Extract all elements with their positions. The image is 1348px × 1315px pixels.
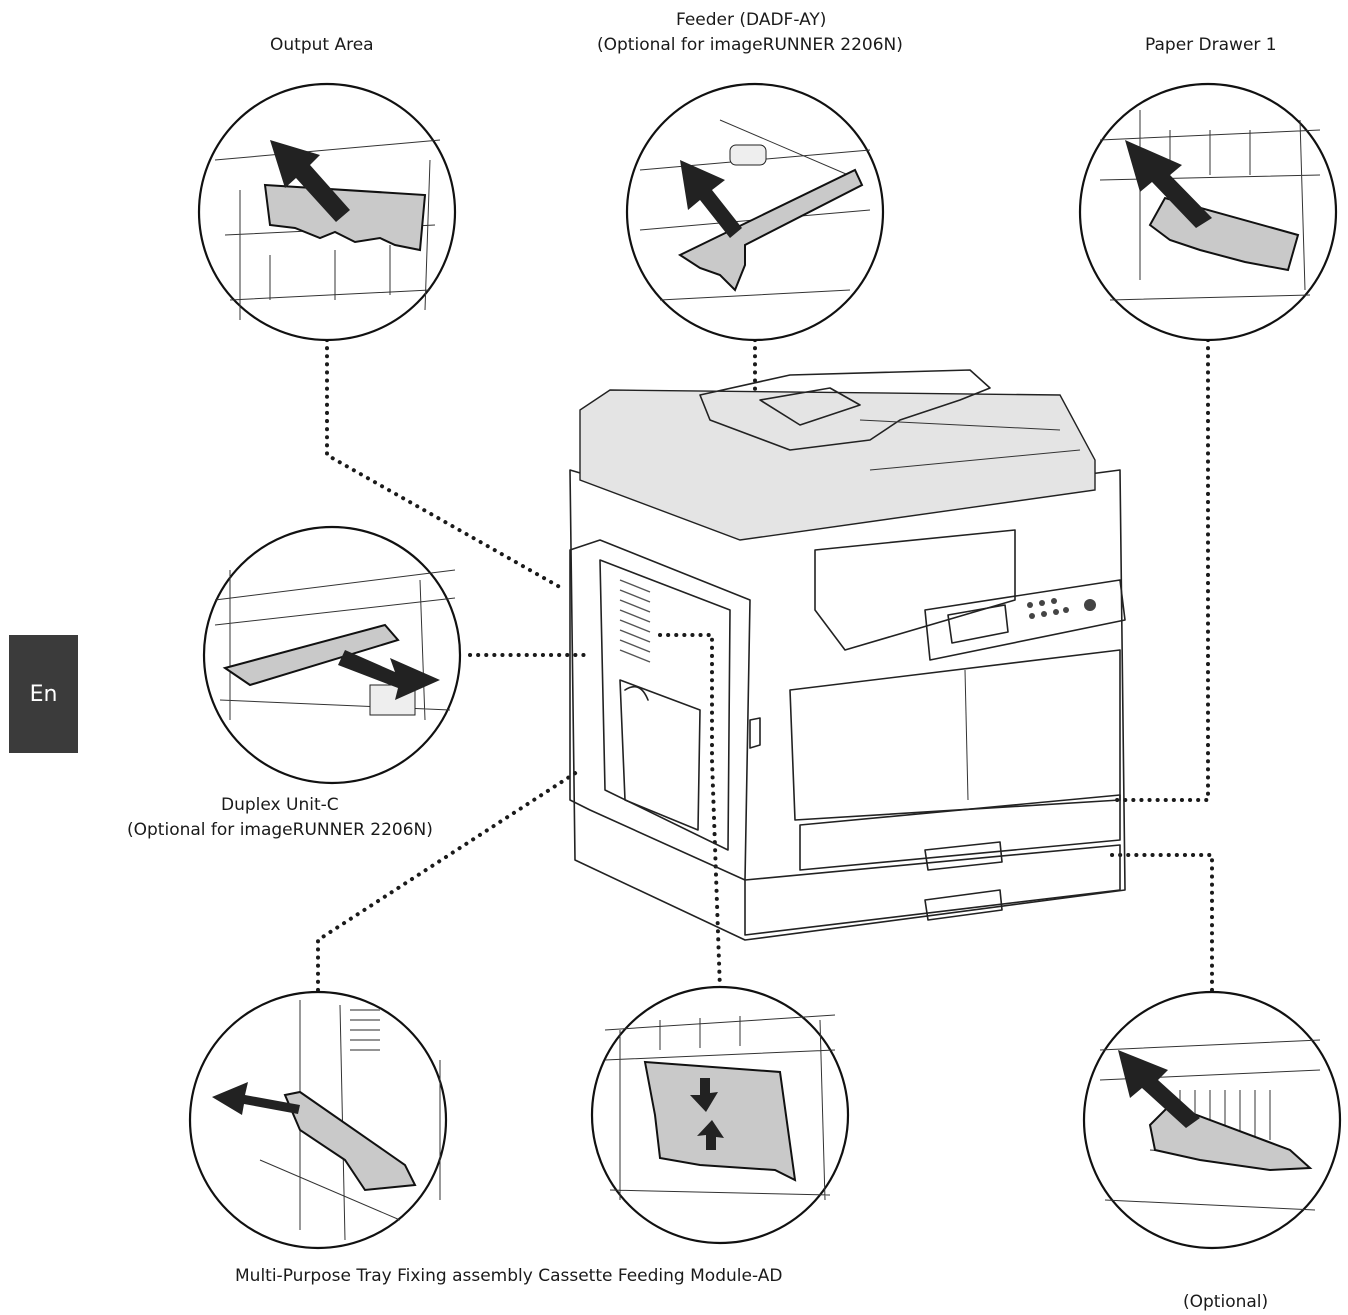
label-feeder-note: (Optional for imageRUNNER 2206N) [597,35,903,55]
label-optional: (Optional) [1183,1292,1269,1312]
label-duplex-title: Duplex Unit-C [221,795,339,815]
label-bottom-row: Multi-Purpose Tray Fixing assembly Casse… [235,1266,783,1286]
leader-lines [316,338,1214,992]
leader-output-area [325,338,567,592]
language-tab: En [9,635,78,753]
label-output-area: Output Area [270,35,374,55]
callout-cassette-feeding-module [1082,990,1342,1250]
arrow-up-left-icon [270,140,350,222]
label-feeder-title: Feeder (DADF-AY) [676,10,827,30]
printer-illustration [569,369,1126,941]
callout-multi-purpose-tray [188,990,448,1250]
leader-fixing-assembly [658,633,722,992]
label-duplex-note: (Optional for imageRUNNER 2206N) [127,820,433,840]
arrow-left-icon [212,1082,300,1115]
leader-cassette-module [1103,853,1214,992]
arrow-down-icon [690,1078,718,1112]
leader-multi-purpose-tray [316,768,582,992]
arrow-up-left-icon [680,160,742,238]
label-paper-drawer-1: Paper Drawer 1 [1145,35,1277,55]
arrow-down-right-icon [338,650,440,700]
callout-duplex-unit [202,525,462,785]
callout-paper-drawer-1 [1078,82,1338,342]
callout-fixing-assembly [590,985,850,1245]
arrow-up-left-icon [1125,140,1212,228]
callout-output-area [197,82,457,342]
language-tab-label: En [29,681,58,707]
callout-feeder [625,82,885,342]
arrow-up-left-icon [1118,1050,1200,1128]
arrow-up-icon [697,1120,724,1150]
leader-paper-drawer-1 [1108,338,1210,802]
